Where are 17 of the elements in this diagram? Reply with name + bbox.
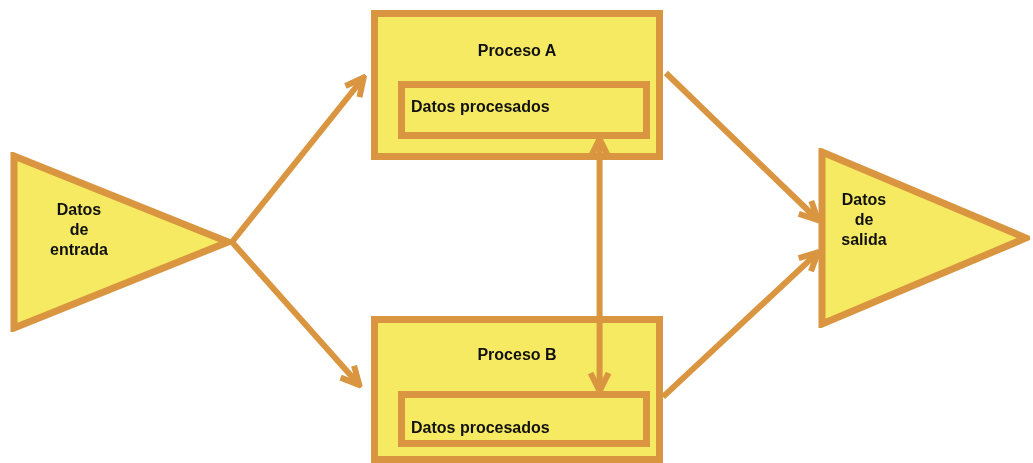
arrow — [660, 249, 821, 400]
data-box — [398, 391, 650, 447]
output-triangle — [818, 148, 1030, 328]
arrow — [663, 70, 821, 223]
node-label: Proceso A — [476, 41, 558, 61]
node-label: Datos de salida — [840, 190, 888, 250]
node-label: Datos procesados — [411, 97, 551, 117]
node-label: Datos de entrada — [50, 200, 108, 260]
node-label: Proceso B — [476, 345, 558, 365]
arrow — [587, 136, 612, 394]
node-label: Datos procesados — [411, 418, 551, 438]
data-box — [398, 81, 650, 139]
arrow — [229, 240, 363, 389]
arrow — [229, 74, 367, 244]
process-box — [371, 316, 663, 463]
input-triangle — [10, 152, 232, 332]
process-box — [371, 10, 663, 160]
